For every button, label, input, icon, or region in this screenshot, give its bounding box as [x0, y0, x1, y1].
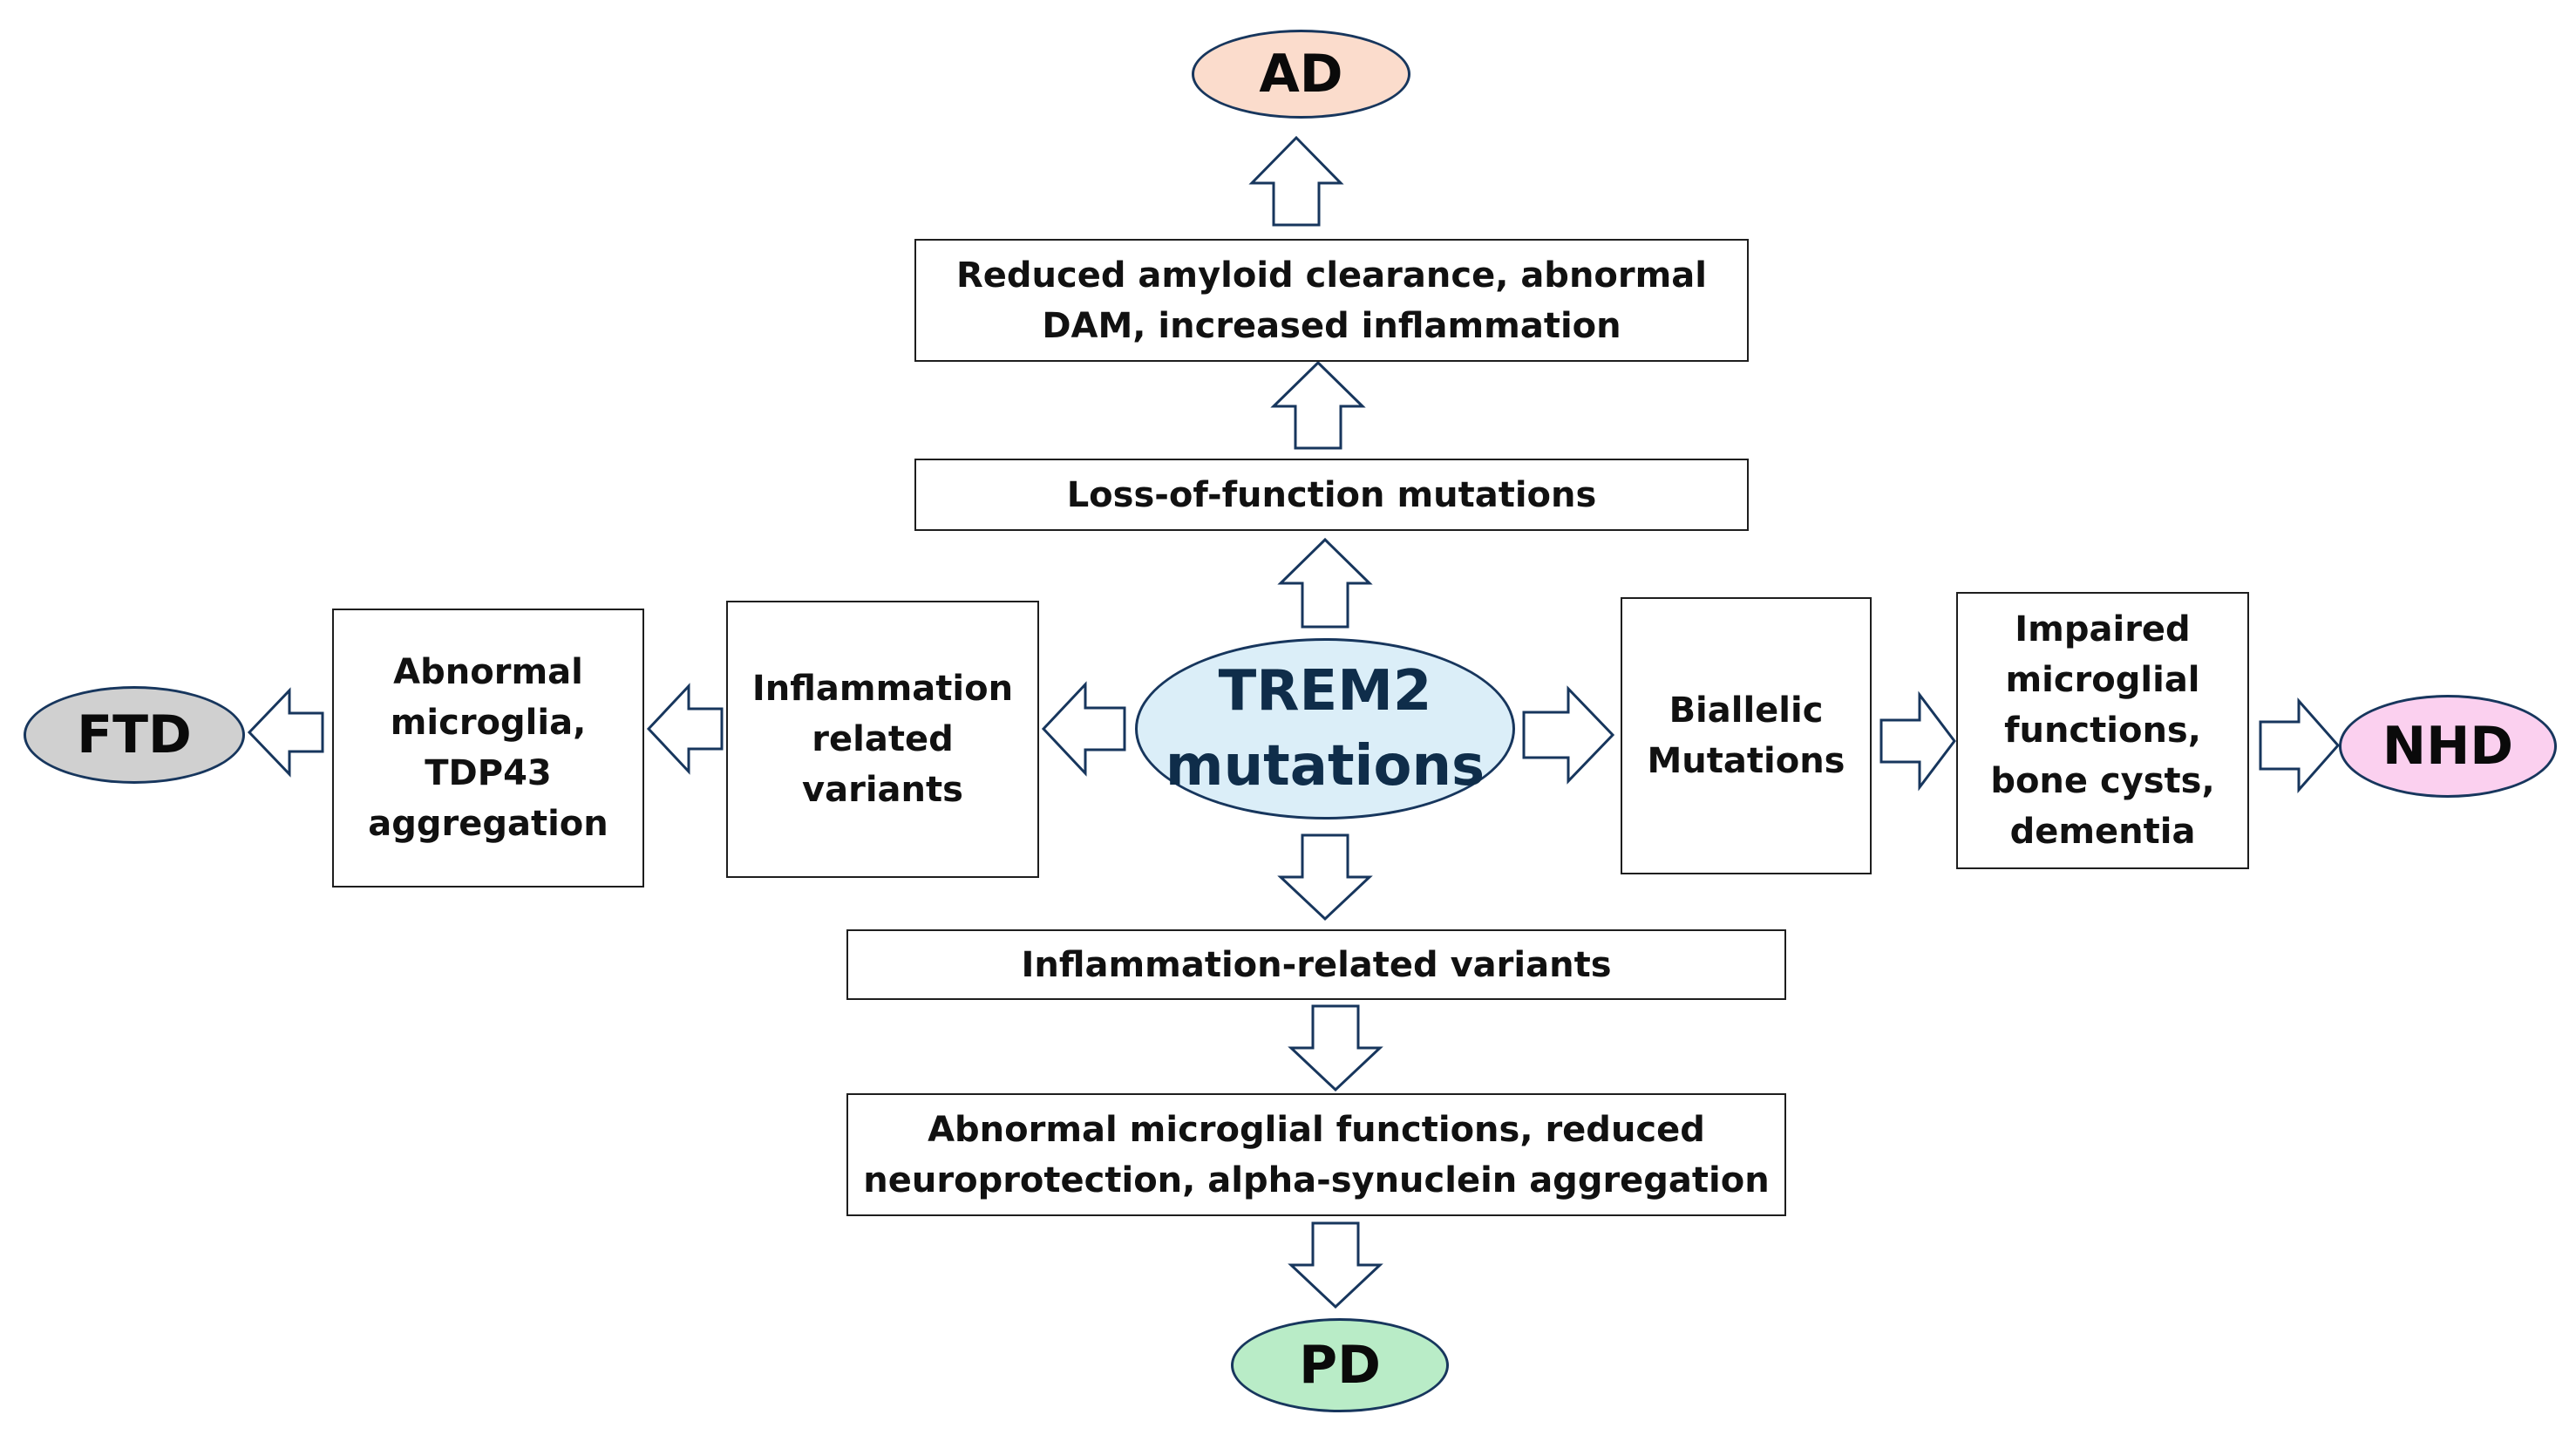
loss-of-function-text: Loss-of-function mutations	[1066, 474, 1597, 515]
ftd-variants-text: Inflammation related variants	[751, 669, 1014, 810]
arrow-down-to-pd-effects	[1288, 1004, 1383, 1092]
arrow-right-to-nhd	[2259, 697, 2341, 793]
arrow-down-to-pd-variants	[1277, 833, 1373, 922]
arrow-left-to-ftd-effects	[646, 683, 724, 775]
outcome-pd: PD	[1231, 1318, 1449, 1412]
biallelic-text: Biallelic Mutations	[1647, 690, 1845, 781]
arrow-right-to-biallelic	[1522, 685, 1615, 785]
ftd-effects-text: Abnormal microglia, TDP43 aggregation	[368, 652, 608, 844]
outcome-ftd: FTD	[24, 686, 245, 784]
trem2-mutations-node: TREM2 mutations	[1135, 638, 1515, 820]
nhd-effects-text: Impaired microglial functions, bone cyst…	[1990, 609, 2215, 852]
arrow-down-to-pd	[1288, 1221, 1383, 1309]
box-pd-variants: Inflammation-related variants	[846, 929, 1786, 1000]
arrow-up-to-loss-of-function	[1277, 537, 1373, 629]
outcome-ad: AD	[1192, 30, 1410, 119]
outcome-nhd-label: NHD	[2382, 716, 2514, 777]
outcome-pd-label: PD	[1299, 1335, 1381, 1396]
outcome-nhd: NHD	[2339, 695, 2557, 798]
arrow-left-to-ftd	[247, 687, 324, 778]
arrow-right-to-nhd-effects	[1879, 690, 1956, 792]
box-pd-effects: Abnormal microglial functions, reduced n…	[846, 1093, 1786, 1216]
outcome-ftd-label: FTD	[77, 704, 192, 765]
arrow-left-to-ftd-variants	[1041, 681, 1126, 777]
arrow-up-to-ad	[1248, 135, 1344, 227]
outcome-ad-label: AD	[1259, 44, 1343, 105]
box-nhd-effects: Impaired microglial functions, bone cyst…	[1956, 592, 2249, 869]
arrow-up-to-ad-effects	[1270, 360, 1366, 450]
pd-effects-text: Abnormal microglial functions, reduced n…	[863, 1109, 1770, 1200]
box-ad-effects: Reduced amyloid clearance, abnormal DAM,…	[914, 239, 1749, 362]
box-biallelic: Biallelic Mutations	[1621, 597, 1872, 874]
ad-effects-text: Reduced amyloid clearance, abnormal DAM,…	[955, 255, 1708, 346]
box-loss-of-function: Loss-of-function mutations	[914, 459, 1749, 531]
pd-variants-text: Inflammation-related variants	[1021, 944, 1612, 985]
trem2-mutations-label: TREM2 mutations	[1165, 659, 1485, 799]
box-ftd-effects: Abnormal microglia, TDP43 aggregation	[332, 609, 644, 888]
box-ftd-variants: Inflammation related variants	[726, 601, 1039, 878]
